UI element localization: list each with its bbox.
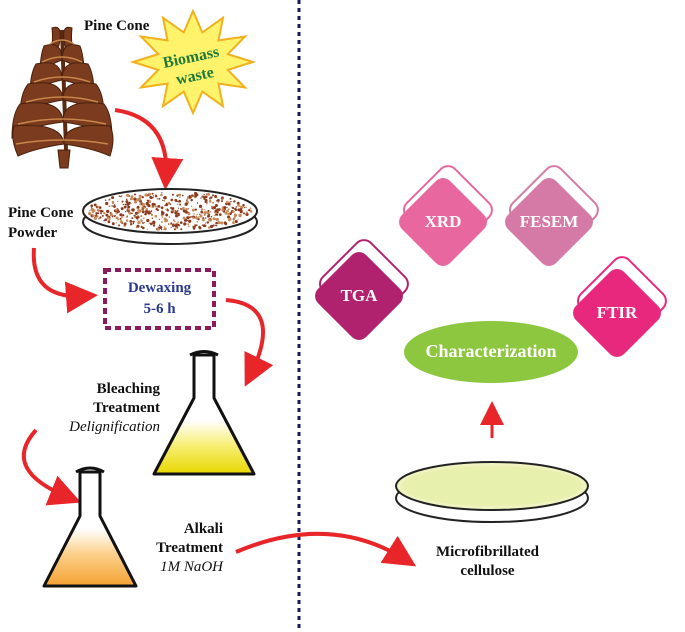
mfc-label: Microfibrillated cellulose — [415, 543, 560, 581]
alkali-flask-icon — [42, 466, 138, 588]
ftir-label: FTIR — [596, 303, 638, 322]
arrow-alkali-to-mfc — [235, 531, 417, 567]
alkali-label-line2: Treatment — [156, 540, 223, 556]
alkali-label-line1: Alkali — [183, 521, 223, 537]
powder-dish-icon — [82, 188, 258, 245]
characterization-label: Characterization — [425, 341, 557, 361]
dewaxing-box — [103, 268, 216, 330]
arrow-bleaching-to-alkali — [21, 428, 82, 506]
mfc-dish-icon — [395, 461, 589, 523]
xrd-diamond — [399, 165, 493, 266]
pine-cone-icon — [11, 26, 114, 169]
powder-label-line2: Powder — [8, 225, 58, 241]
tga-diamond — [315, 239, 409, 340]
dewaxing-label: Dewaxing 5-6 h — [105, 278, 214, 320]
powder-label-line1: Pine Cone — [8, 205, 74, 221]
dewaxing-label-line1: Dewaxing — [127, 280, 192, 296]
biomass-star-icon — [129, 8, 257, 116]
bleaching-label-line3: Delignification — [69, 419, 160, 435]
mfc-label-line2: cellulose — [460, 563, 515, 579]
tga-label: TGA — [340, 286, 378, 305]
characterization-ellipse — [404, 321, 578, 383]
bleaching-flask-icon — [152, 350, 256, 476]
pine-cone-powder-label: Pine Cone Powder — [8, 203, 98, 243]
arrow-dewaxing-to-bleaching — [225, 298, 274, 387]
alkali-label-line3: 1M NaOH — [160, 559, 223, 575]
fesem-diamond — [505, 165, 599, 266]
bleaching-label: Bleaching Treatment Delignification — [50, 380, 160, 437]
bleaching-label-line2: Treatment — [93, 400, 160, 416]
arrow-powder-to-dewaxing — [31, 247, 98, 314]
bleaching-label-line1: Bleaching — [96, 381, 160, 397]
pine-cone-label: Pine Cone — [84, 18, 150, 34]
arrow-cone-to-powder — [114, 108, 184, 190]
ftir-diamond — [573, 256, 667, 357]
dewaxing-label-line2: 5-6 h — [143, 301, 176, 317]
xrd-label: XRD — [424, 212, 462, 231]
mfc-label-line1: Microfibrillated — [435, 544, 540, 560]
fesem-label: FESEM — [519, 212, 579, 231]
alkali-label: Alkali Treatment 1M NaOH — [128, 520, 223, 577]
